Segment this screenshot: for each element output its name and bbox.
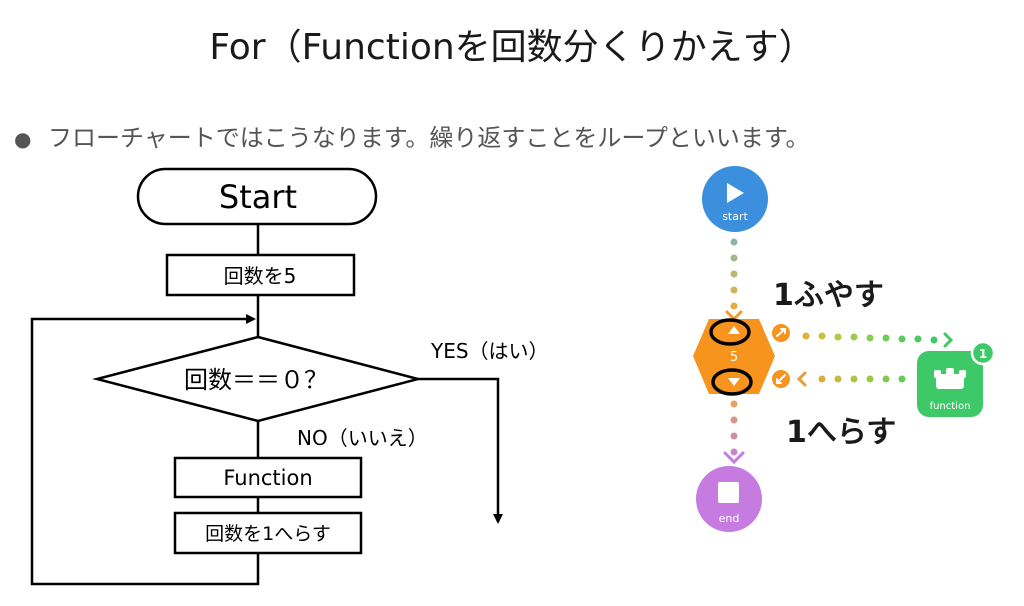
down-arrow-icon[interactable] <box>728 378 740 386</box>
decrease-annotation: 1へらす <box>786 415 896 450</box>
stop-icon <box>718 482 739 503</box>
init-process-label: 回数を5 <box>224 264 297 288</box>
start-block-label: start <box>722 210 748 223</box>
up-highlight-circle <box>709 318 751 346</box>
increase-connector <box>772 324 954 348</box>
function-badge-label: 1 <box>979 347 987 361</box>
condition-diamond <box>92 335 423 423</box>
dotted-connector-bottom <box>723 400 745 465</box>
counter-value: 5 <box>730 350 738 365</box>
function-icon <box>934 368 966 389</box>
condition-label: 回数＝＝０？ <box>184 366 328 394</box>
bullet-text: フローチャートではこうなります。繰り返すことをループといいます。 <box>48 124 810 152</box>
loop-back-arrow <box>30 314 260 586</box>
function-process-box <box>173 456 363 499</box>
up-arrow-icon[interactable] <box>728 326 740 334</box>
block-program: start 5 <box>693 166 996 532</box>
yes-branch-arrow <box>418 377 503 524</box>
function-process-label: Function <box>223 466 312 490</box>
play-icon <box>727 183 744 203</box>
decrement-process-label: 回数を1へらす <box>205 523 331 545</box>
start-block[interactable] <box>702 166 768 232</box>
dotted-connector-top <box>725 238 743 322</box>
increase-annotation: 1ふやす <box>773 278 884 313</box>
flowchart: Start 回数を5 回数＝＝０？ YES（はい） NO（いいえ） Functi… <box>30 167 549 586</box>
bullet-dot: ● <box>14 127 32 151</box>
init-process-box <box>165 253 356 297</box>
start-label: Start <box>219 178 297 216</box>
decrease-connector <box>772 370 906 388</box>
start-terminal <box>136 167 378 226</box>
down-highlight-circle <box>711 368 753 396</box>
function-block-label: function <box>930 401 971 412</box>
no-label: NO（いいえ） <box>297 426 428 450</box>
function-badge <box>970 340 996 366</box>
end-block-label: end <box>719 512 740 525</box>
yes-label: YES（はい） <box>430 339 549 363</box>
page-title: For（Functionを回数分くりかえす） <box>209 27 815 68</box>
bullet-item: ● フローチャートではこうなります。繰り返すことをループといいます。 <box>14 118 1014 153</box>
decrement-process-box <box>173 511 363 555</box>
